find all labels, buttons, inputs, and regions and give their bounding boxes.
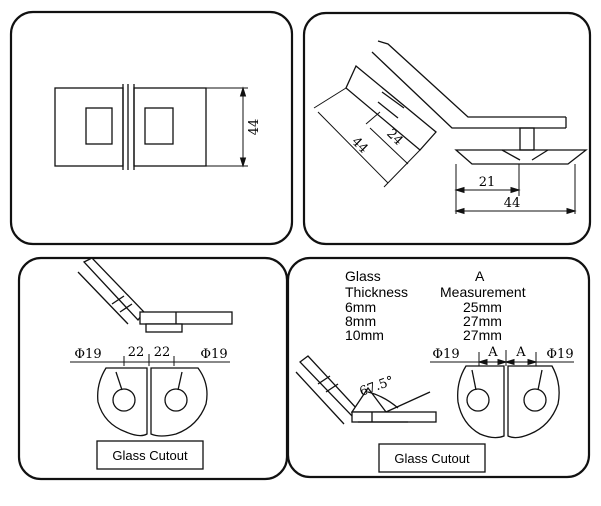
phi-left-label: Φ19 [432, 347, 459, 362]
caption-label: Glass Cutout [394, 451, 470, 466]
table-header-col1-line2: Thickness [345, 284, 408, 300]
dimension-44-vertical [206, 86, 248, 168]
spec-table: Glass A Thickness Measurement 6mm 25mm 8… [345, 268, 526, 343]
dimension-44-horizontal [454, 164, 577, 215]
table-cell-measurement: 25mm [463, 299, 502, 315]
table-header-col2-line1: A [475, 268, 485, 284]
angled-hinge-view [295, 355, 437, 425]
table-cell-measurement: 27mm [463, 327, 502, 343]
panel-top-left: 44 [9, 10, 294, 246]
phi-right-label: Φ19 [546, 347, 573, 362]
dim-right-label: 22 [154, 345, 171, 360]
phi-right-label: Φ19 [200, 347, 227, 362]
table-header-col2-line2: Measurement [440, 284, 526, 300]
dimension-21-horizontal [454, 164, 521, 214]
caption-label: Glass Cutout [112, 448, 188, 463]
panel-bottom-left: Φ19 22 22 Φ19 Glass Cutout [17, 256, 289, 481]
cutout-dimension-row [70, 354, 230, 366]
phi-left-label: Φ19 [74, 347, 101, 362]
panel-bottom-right: Glass A Thickness Measurement 6mm 25mm 8… [286, 256, 591, 479]
table-header-col1-line1: Glass [345, 268, 381, 284]
table-cell-thickness: 10mm [345, 327, 384, 343]
dimension-label: 44 [247, 119, 262, 136]
table-cell-measurement: 27mm [463, 313, 502, 329]
hinge-side-view [345, 40, 588, 165]
dimension-44-diagonal [313, 87, 421, 188]
caption-box [378, 443, 486, 473]
dim-right-label: A [515, 345, 526, 360]
dim-left-label: 22 [128, 345, 145, 360]
panel-top-right: 44 24 21 44 [302, 11, 592, 246]
dimension-label: 44 [504, 196, 521, 211]
dimension-label: 21 [479, 175, 496, 190]
hinge-front-view [54, 84, 207, 170]
glass-cutout-shape [457, 365, 560, 439]
table-cell-thickness: 8mm [345, 313, 376, 329]
dim-left-label: A [487, 345, 498, 360]
glass-cutout-shape [97, 367, 208, 437]
cutout-dimension-row [430, 350, 574, 366]
panel-frame [9, 10, 294, 246]
table-cell-thickness: 6mm [345, 299, 376, 315]
caption-box [96, 440, 204, 470]
dimension-24-diagonal [365, 111, 409, 165]
mounted-hinge-view [77, 257, 233, 333]
